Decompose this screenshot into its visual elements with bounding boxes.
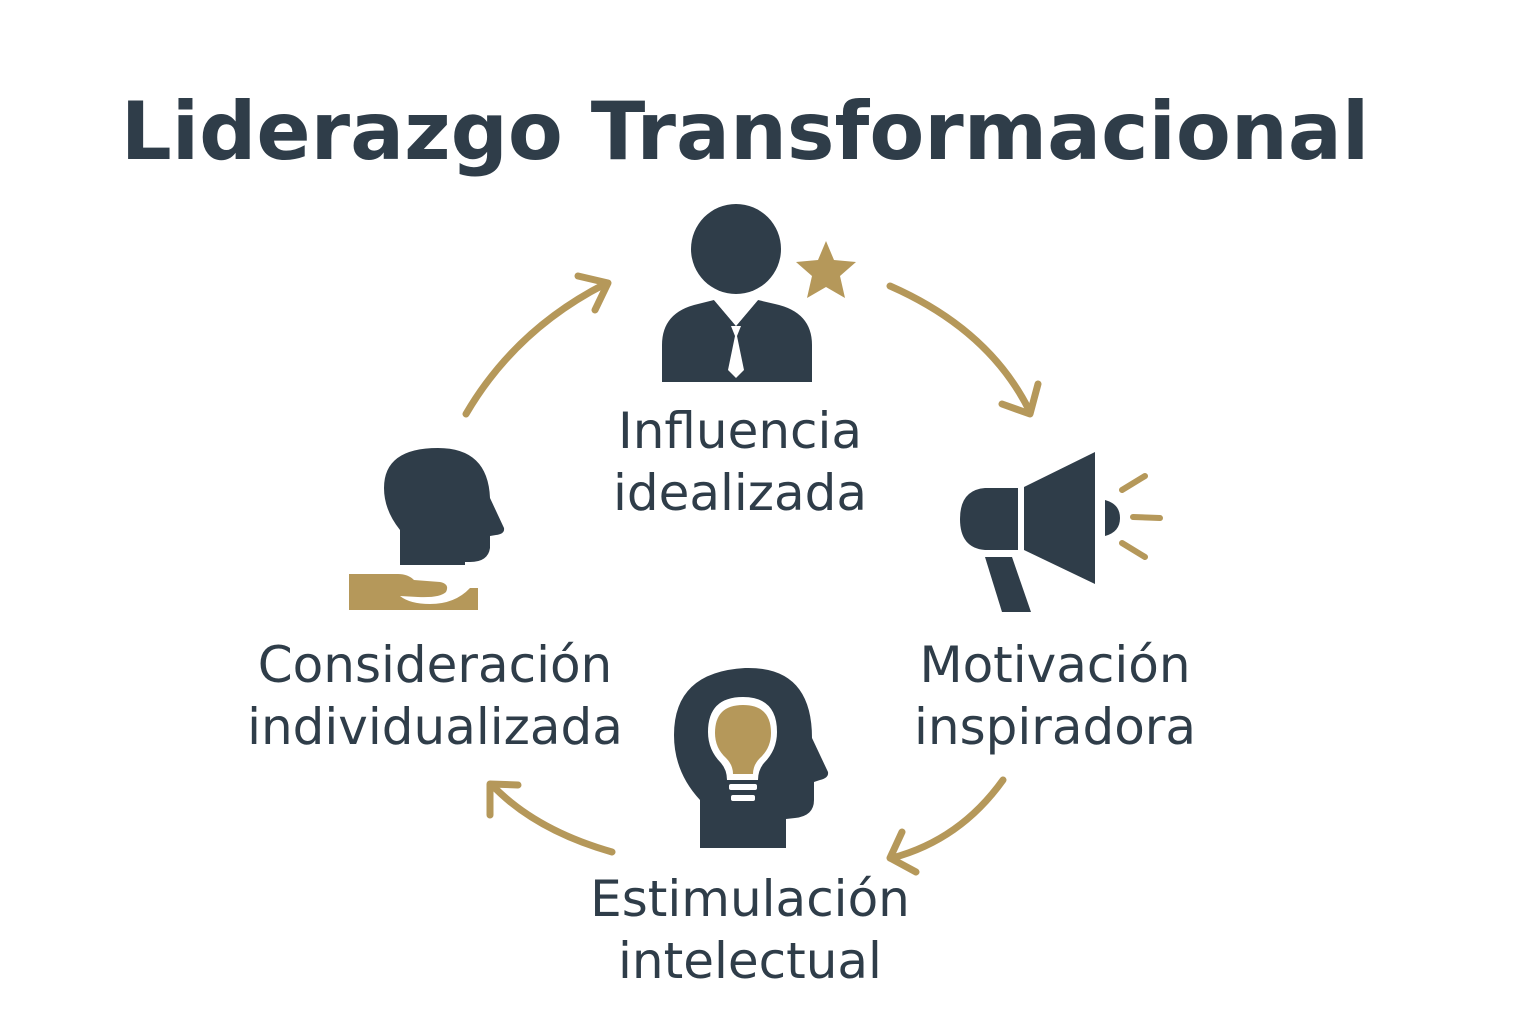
- node-label-influencia: Influencia idealizada: [560, 400, 920, 524]
- arrow-influencia-to-motivacion: [886, 282, 1042, 418]
- megaphone-body: [960, 488, 1018, 550]
- head-lightbulb-icon: [674, 667, 829, 848]
- node-label-motivacion: Motivación inspiradora: [875, 634, 1235, 758]
- megaphone-icon: [960, 452, 1163, 612]
- label-line: Estimulación: [590, 870, 910, 928]
- cycle-arrows: [462, 272, 1042, 876]
- arrow-consideracion-to-influencia: [462, 272, 612, 418]
- hand-icon: [349, 574, 478, 610]
- node-label-estimulacion: Estimulación intelectual: [570, 868, 930, 992]
- label-line: inspiradora: [914, 698, 1196, 756]
- label-line: Influencia: [617, 402, 863, 460]
- arrow-estimulacion-to-consideracion: [486, 780, 616, 856]
- label-line: intelectual: [618, 932, 882, 990]
- sound-waves-icon: [1119, 473, 1163, 560]
- label-line: Consideración: [257, 636, 613, 694]
- label-line: Motivación: [919, 636, 1191, 694]
- leader-tie: [728, 326, 744, 378]
- head-profile: [384, 448, 505, 565]
- head-on-hand-icon: [349, 448, 505, 610]
- diagram-title: Liderazgo Transformacional: [120, 85, 1370, 178]
- label-line: individualizada: [247, 698, 623, 756]
- megaphone-cone: [1024, 452, 1095, 584]
- megaphone-mouth: [1105, 500, 1120, 536]
- lightbulb-base-2: [731, 795, 755, 801]
- leader-with-star-icon: [662, 204, 856, 382]
- lightbulb-base-1: [729, 784, 757, 790]
- lightbulb-icon: [715, 705, 771, 774]
- megaphone-handle: [985, 557, 1031, 612]
- leader-collar: [714, 300, 758, 326]
- label-line: idealizada: [612, 464, 868, 522]
- leader-head: [691, 204, 781, 294]
- node-label-consideracion: Consideración individualizada: [220, 634, 650, 758]
- star-icon: [796, 241, 856, 298]
- arrow-motivacion-to-estimulacion: [886, 776, 1007, 876]
